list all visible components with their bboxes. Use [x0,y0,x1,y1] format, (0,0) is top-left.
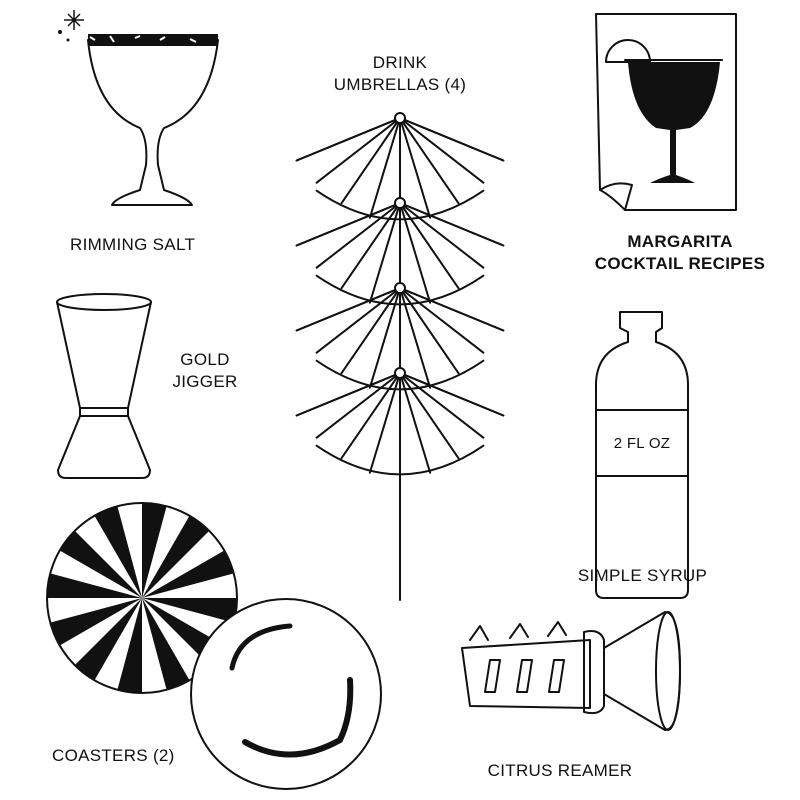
coasters-label: COASTERS (2) [52,746,175,765]
syrup-bottle-icon [595,311,689,599]
recipes-label: MARGARITA COCKTAIL RECIPES [590,231,770,275]
jigger-icon [56,293,152,479]
recipes-label-line2: COCKTAIL RECIPES [594,254,766,273]
drink-umbrellas-label-line1: DRINK [372,53,428,72]
coaster-stripe [142,550,234,598]
coaster-stripe [47,573,142,598]
bottle-volume-label: 2 FL OZ [613,435,671,452]
citrus-reamer-label: CITRUS REAMER [487,761,633,780]
coaster-stripe [74,598,142,681]
coaster-stripe [142,598,190,690]
coaster-stripe [142,598,237,623]
citrus-reamer-icon [461,611,681,731]
recipe-card-icon [595,13,737,211]
jigger-label-line2: JIGGER [172,372,238,391]
drink-umbrellas-label: DRINK UMBRELLAS (4) [320,52,480,96]
umbrella-canopy [295,282,505,394]
umbrella-canopy [295,197,505,309]
umbrella-canopy [295,112,505,224]
coaster-stripe [59,530,142,598]
drink-umbrellas-label-line2: UMBRELLAS (4) [333,75,467,94]
coaster-stripe [50,598,142,646]
rimming-salt-label: RIMMING SALT [70,235,196,254]
coaster-stripe [117,598,142,693]
drink-umbrellas-icon [295,112,505,601]
margarita-glass-icon [58,10,219,206]
jigger-label: GOLD JIGGER [165,349,245,393]
recipes-label-line1: MARGARITA [627,232,733,251]
jigger-label-line1: GOLD [180,350,230,369]
simple-syrup-label: SIMPLE SYRUP [577,566,708,585]
plain-coaster-icon [190,598,382,790]
coaster-stripe [142,515,210,598]
coaster-stripe [142,503,167,598]
umbrella-canopy [295,367,505,479]
coaster-stripe [94,506,142,598]
